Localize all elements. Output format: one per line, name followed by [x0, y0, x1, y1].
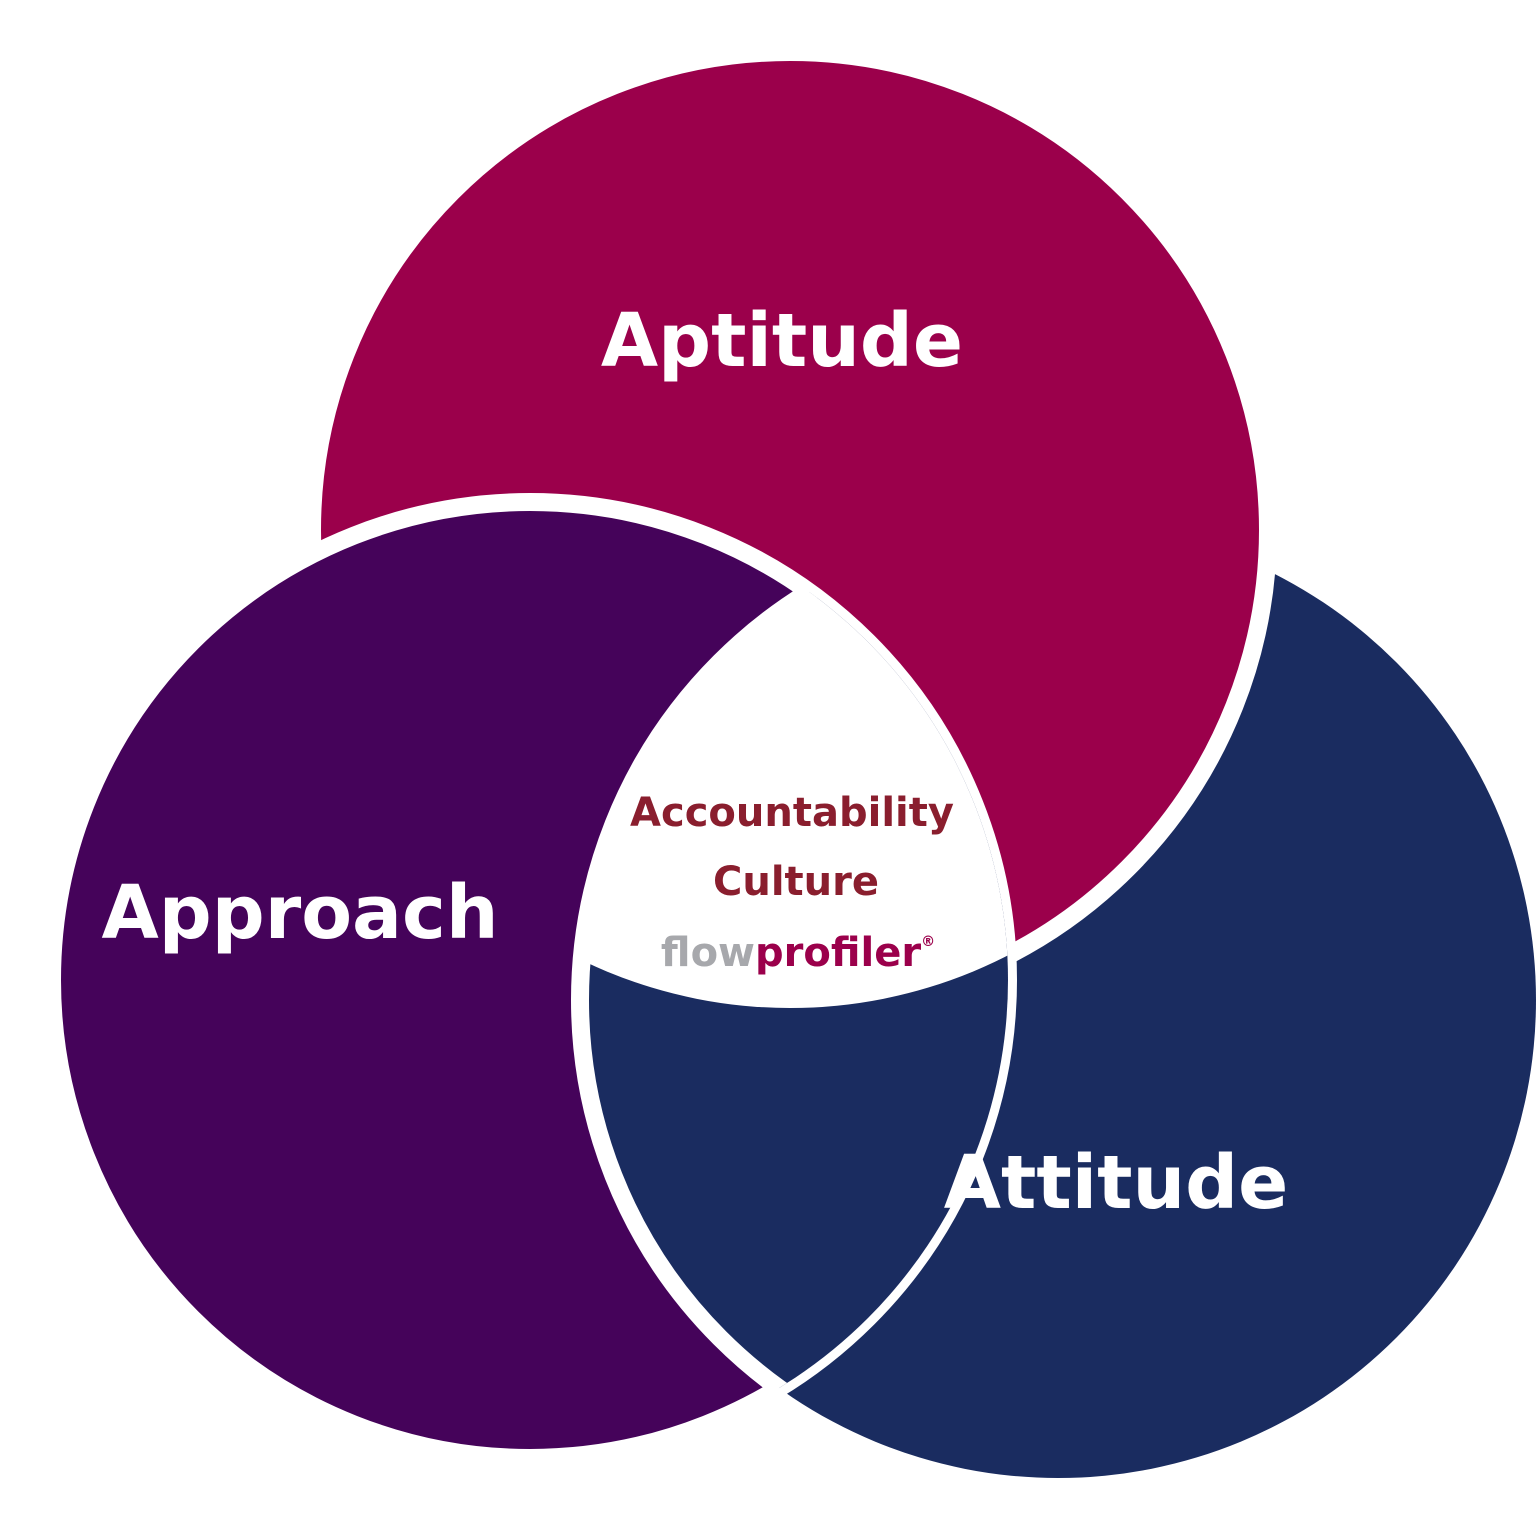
- flowprofiler-logo: flowprofiler®: [661, 930, 935, 976]
- center-region: [580, 522, 1008, 1008]
- center-title-line2: Culture: [713, 859, 879, 905]
- logo-profiler: profiler: [755, 930, 921, 976]
- label-approach: Approach: [101, 870, 498, 956]
- label-aptitude: Aptitude: [601, 298, 963, 384]
- logo-registered-mark: ®: [921, 934, 935, 950]
- center-title-line1: Accountability: [630, 790, 954, 836]
- label-attitude: Attitude: [944, 1140, 1289, 1226]
- logo-flow: flow: [661, 930, 755, 976]
